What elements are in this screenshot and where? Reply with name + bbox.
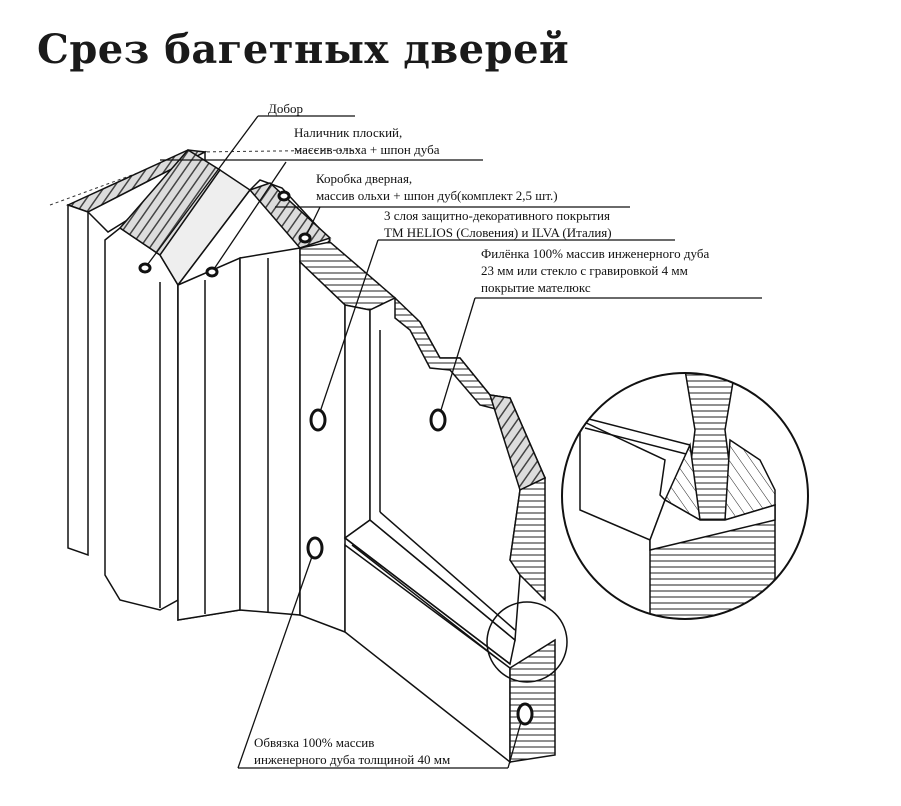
label-dobor: Добор <box>268 101 303 116</box>
filenka-panel <box>369 296 546 642</box>
marker-obvyazka-edge <box>516 702 534 726</box>
marker-korobka <box>298 232 312 244</box>
marker-obvyazka <box>306 536 324 560</box>
page-title: Срез багетных дверей <box>37 26 570 73</box>
zoom-detail <box>561 372 809 620</box>
door-leaf <box>299 241 556 764</box>
marker-nalichnik <box>205 266 219 278</box>
marker-pokrytie <box>309 408 327 432</box>
marker-rings <box>138 190 534 726</box>
marker-korobka-top <box>277 190 291 202</box>
detail-callout-circle <box>486 601 568 683</box>
label-pokrytie: 3 слоя защитно-декоративного покрытия TM… <box>384 208 612 240</box>
marker-dobor <box>138 262 152 274</box>
label-obvyazka: Обвязка 100% массив инженерного дуба тол… <box>254 735 451 767</box>
nalichnik-casing <box>104 149 252 611</box>
label-filenka: Филёнка 100% массив инженерного дуба 23 … <box>481 246 710 295</box>
label-korobka: Коробка дверная, массив ольхи + шпон дуб… <box>316 171 558 203</box>
label-nalichnik: Наличник плоский, массив ольха + шпон ду… <box>294 125 440 157</box>
marker-filenka <box>429 408 447 432</box>
leader-lines <box>144 115 762 769</box>
